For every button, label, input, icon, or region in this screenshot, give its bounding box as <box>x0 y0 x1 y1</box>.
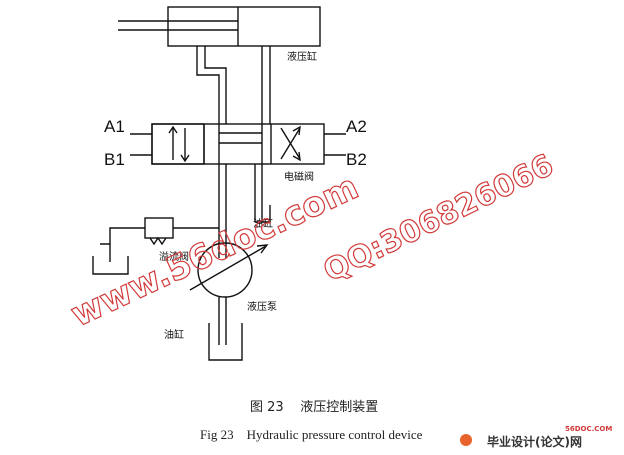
site-logo: 56DOC.COM 毕业设计(论文)网 <box>460 425 612 449</box>
valve-cross-2 <box>280 127 301 160</box>
logo-sub: 56DOC.COM <box>565 425 612 433</box>
tank <box>208 323 243 361</box>
pump-arrow-head <box>256 244 269 254</box>
pipe-return-bend <box>255 205 271 223</box>
relief-valve-drain <box>100 227 145 245</box>
label-small-tank: 油缸 <box>253 217 273 230</box>
valve-arrow-up-head <box>168 125 178 134</box>
label-pump: 液压泵 <box>247 300 277 313</box>
logo-icon <box>460 434 472 446</box>
label-a2: A2 <box>346 117 367 136</box>
relief-tank <box>92 256 129 275</box>
valve-cross-1-head <box>292 151 301 162</box>
label-cylinder: 液压缸 <box>287 50 317 63</box>
label-tank: 油缸 <box>164 328 184 341</box>
label-a1: A1 <box>104 117 125 136</box>
caption-en: Fig 23 Hydraulic pressure control device <box>200 427 423 442</box>
caption-cn: 图 23 液压控制装置 <box>250 400 378 415</box>
relief-valve-body <box>144 217 174 239</box>
relief-valve-spring <box>149 236 167 246</box>
valve-left-section <box>151 123 205 165</box>
valve-arrow-down-head <box>180 154 190 163</box>
logo-text: 毕业设计(论文)网 <box>487 434 582 449</box>
pipe-cylinder-left-inner <box>204 46 227 124</box>
label-b1: B1 <box>104 150 125 169</box>
pump-variable-arrow <box>189 245 267 291</box>
pump-circle <box>197 242 253 298</box>
pipe-cylinder-left <box>196 46 220 124</box>
label-b2: B2 <box>346 150 367 169</box>
cylinder-body <box>167 6 321 47</box>
valve-cross-2-head <box>292 125 301 136</box>
label-relief-valve: 溢流阀 <box>159 250 189 263</box>
label-valve: 电磁阀 <box>284 170 314 183</box>
